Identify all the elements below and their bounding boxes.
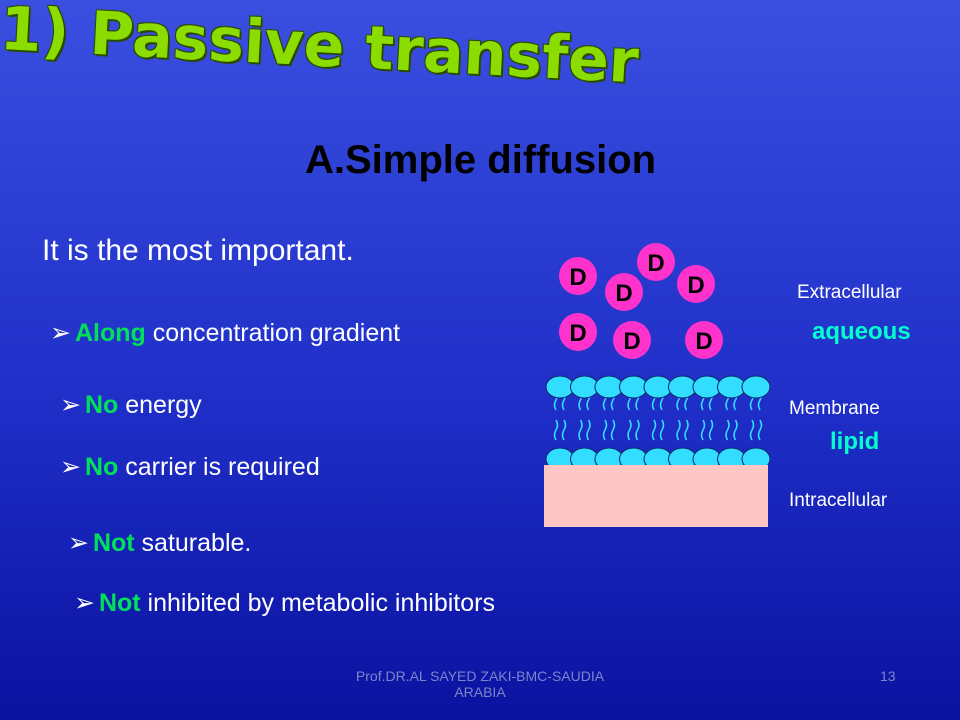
lipid-tail [749,419,755,441]
bullet-keyword: No [84,391,119,419]
page-number: 13 [880,668,896,684]
lipid-head [692,375,722,399]
footer-author: Prof.DR.AL SAYED ZAKI-BMC-SAUDIA ARABIA [355,668,605,700]
drug-molecule: D [637,243,675,281]
lipid-head [741,375,771,399]
lipid-tail [676,419,681,441]
bullet-energy: ➢No energy [60,390,202,420]
bullet-text: inhibited by metabolic inhibitors [140,589,495,617]
intracellular-label: Intracellular [789,490,888,511]
lipid-tail [708,419,714,441]
intro-text: It is the most important. [42,234,354,267]
lipid-head [619,375,648,399]
lipid-tail [659,419,665,441]
drug-molecule: D [613,321,651,359]
drug-molecule: D [685,321,723,359]
membrane-label: Membrane [789,398,880,419]
aqueous-label: aqueous [812,318,911,345]
drug-label: D [647,250,664,277]
arrow-bullet-icon: ➢ [60,391,81,419]
lipid-tail [602,419,608,441]
bullet-text: concentration gradient [145,319,401,347]
lipid-tail [757,419,763,441]
lipid-tail [561,419,567,441]
bullet-text: energy [118,391,202,419]
drug-molecule: D [559,313,597,351]
lipid-tail [635,419,640,441]
bullet-keyword: No [84,453,119,481]
arrow-bullet-icon: ➢ [50,319,71,347]
bullet-inhibitors: ➢Not inhibited by metabolic inhibitors [74,588,495,618]
bullet-saturable: ➢Not saturable. [68,528,251,558]
lipid-tail [553,419,559,441]
lipid-head [594,375,624,399]
lipid-label: lipid [830,428,880,455]
arrow-bullet-icon: ➢ [68,529,89,557]
lipid-tail [733,419,738,441]
bullet-gradient: ➢Along concentration gradient [50,318,400,348]
drug-label: D [615,280,632,307]
lipid-head [643,375,673,399]
lipid-tail [651,419,657,441]
bullet-keyword: Along [74,319,146,347]
bullet-carrier: ➢No carrier is required [60,452,320,482]
bullet-text: carrier is required [118,453,320,481]
slide-subtitle: A.Simple diffusion [305,138,657,182]
drug-molecule: D [605,273,643,311]
lipid-head [570,375,599,399]
lipid-tail [578,419,583,441]
intracellular-region [544,465,768,527]
drug-label: D [695,328,712,355]
extracellular-label: Extracellular [797,282,902,303]
lipid-head [717,375,746,399]
drug-molecule: D [677,265,715,303]
drug-molecule: D [559,257,597,295]
lipid-tail [725,419,730,441]
bullet-text: saturable. [134,529,252,557]
bullet-keyword: Not [98,589,141,617]
lipid-tail [586,419,591,441]
bullet-keyword: Not [92,529,135,557]
lipid-tail [627,419,632,441]
lipid-tail [610,419,616,441]
lipid-head [668,375,697,399]
drug-label: D [623,328,640,355]
drug-label: D [569,264,586,291]
arrow-bullet-icon: ➢ [74,589,95,617]
slide-heading: 1) Passive transfer [0,0,641,98]
lipid-head [545,375,575,399]
arrow-bullet-icon: ➢ [60,453,81,481]
drug-label: D [569,320,586,347]
lipid-tail [700,419,706,441]
drug-label: D [687,272,704,299]
lipid-tail [684,419,689,441]
